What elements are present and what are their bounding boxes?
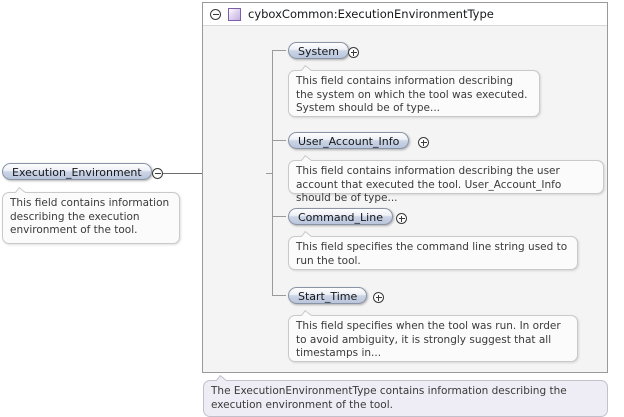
plus-circle-icon-command-line[interactable] (396, 213, 407, 224)
annotation-tail-icon (216, 375, 228, 381)
connector-sequence-to-trunk (266, 173, 273, 174)
plus-circle-icon-user-account-info[interactable] (418, 137, 429, 148)
tree-branch-line-4 (272, 295, 286, 296)
plus-circle-icon-system[interactable] (348, 47, 359, 58)
annotation-system: This field contains information describi… (288, 70, 540, 117)
complex-type-icon (228, 7, 241, 21)
complex-type-title: cyboxCommon:ExecutionEnvironmentType (248, 7, 494, 21)
tree-branch-line-3 (272, 216, 286, 217)
annotation-tail-icon (301, 65, 313, 71)
element-node-system[interactable]: System (288, 42, 350, 59)
annotation-tail-icon (301, 231, 313, 237)
connector-root-to-sequence (163, 173, 222, 174)
annotation-text: This field contains information describi… (10, 197, 170, 236)
annotation-tail-icon (301, 155, 313, 161)
annotation-user-account-info: This field contains information describi… (288, 160, 604, 204)
minus-circle-icon-root[interactable] (152, 168, 163, 179)
element-node-label: Command_Line (298, 211, 383, 224)
minus-circle-icon-type[interactable] (210, 8, 221, 20)
element-node-label: User_Account_Info (298, 135, 400, 148)
element-node-label: Execution_Environment (12, 166, 142, 179)
tree-branch-line-2 (272, 140, 286, 141)
annotation-complex-type: The ExecutionEnvironmentType contains in… (203, 380, 608, 417)
annotation-text: This field contains information describi… (296, 165, 562, 204)
element-node-label: Start_Time (298, 290, 358, 303)
element-node-user-account-info[interactable]: User_Account_Info (288, 132, 410, 149)
annotation-text: This field specifies the command line st… (296, 241, 568, 267)
annotation-start-time: This field specifies when the tool was r… (288, 315, 578, 362)
element-node-label: System (298, 45, 340, 58)
annotation-text: The ExecutionEnvironmentType contains in… (211, 385, 567, 411)
annotation-text: This field contains information describi… (296, 75, 528, 114)
complex-type-titlebar: cyboxCommon:ExecutionEnvironmentType (203, 3, 607, 26)
element-node-command-line[interactable]: Command_Line (288, 208, 393, 225)
tree-branch-line-1 (272, 50, 286, 51)
annotation-text: This field specifies when the tool was r… (296, 320, 561, 359)
plus-circle-icon-start-time[interactable] (373, 292, 384, 303)
element-node-start-time[interactable]: Start_Time (288, 287, 368, 304)
annotation-tail-icon (301, 310, 313, 316)
tree-trunk-line (272, 50, 273, 295)
element-node-execution-environment[interactable]: Execution_Environment (2, 163, 152, 180)
annotation-command-line: This field specifies the command line st… (288, 236, 578, 270)
annotation-tail-icon (15, 187, 27, 193)
annotation-execution-environment: This field contains information describi… (2, 192, 180, 244)
